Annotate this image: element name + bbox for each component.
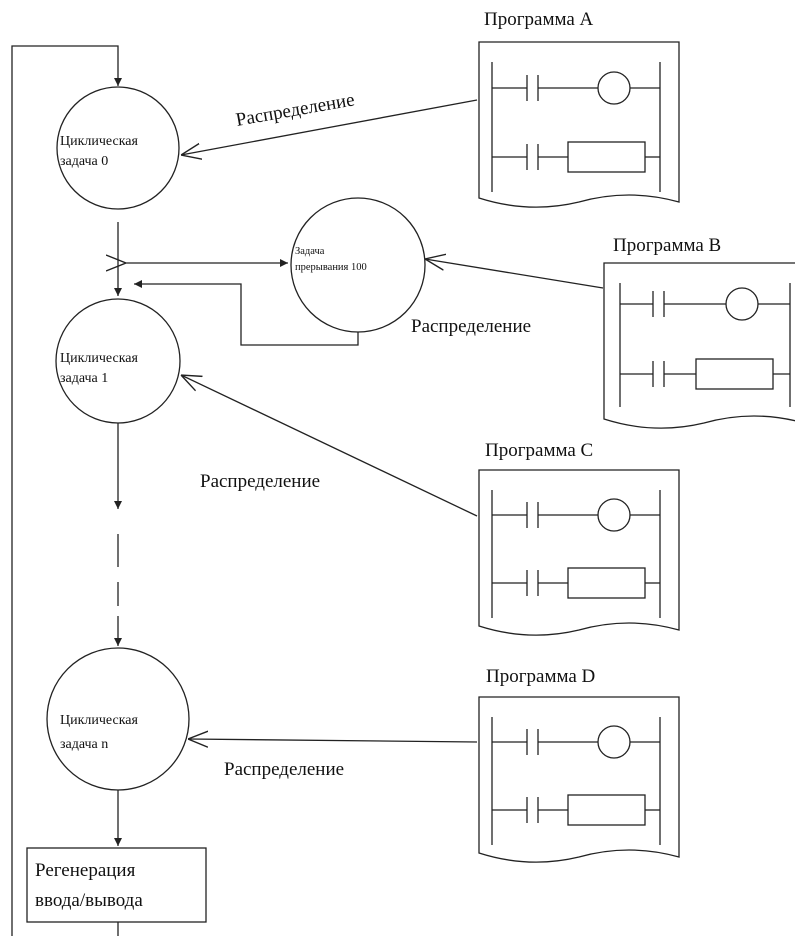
io-refresh-box <box>26 847 207 923</box>
distribution-arrow-b <box>425 259 604 289</box>
cyclic-task-n-label: Циклическая <box>60 713 139 728</box>
cyclic-task-1-label-line2: задача 1 <box>60 371 108 386</box>
distribution-arrow-c <box>181 375 478 517</box>
interrupt-return-arrow <box>134 280 359 346</box>
program-c-ladder-sheet <box>478 469 680 636</box>
distribution-label-d: Распределение <box>224 759 344 780</box>
distribution-arrow-a <box>181 99 478 155</box>
program-a-ladder-sheet <box>478 41 680 208</box>
program-d-ladder-sheet <box>478 696 680 863</box>
program-b-title: Программа B <box>613 235 721 256</box>
program-c-title: Программа C <box>485 440 593 461</box>
cyclic-task-n-label-line2: задача n <box>60 737 108 752</box>
distribution-arrow-d <box>188 739 478 742</box>
distribution-label-b: Распределение <box>411 316 531 337</box>
cyclic-task-0-label-line2: задача 0 <box>60 154 108 169</box>
cyclic-task-0-label: Циклическая <box>60 134 139 149</box>
io-refresh-label-line2: ввода/вывода <box>35 890 143 911</box>
distribution-label-a: Распределение <box>234 89 356 131</box>
cyclic-task-1-label: Циклическая <box>60 351 139 366</box>
program-d-title: Программа D <box>486 666 595 687</box>
distribution-label-c: Распределение <box>200 471 320 492</box>
interrupt-task-label: Задача <box>295 246 325 257</box>
program-a-title: Программа A <box>484 9 594 30</box>
cyclic-task-0-node <box>56 86 180 210</box>
program-b-ladder-sheet <box>603 262 795 429</box>
io-refresh-label: Регенерация <box>35 860 136 881</box>
loop-line <box>11 45 118 936</box>
interrupt-task-label-line2: прерывания 100 <box>295 262 367 273</box>
